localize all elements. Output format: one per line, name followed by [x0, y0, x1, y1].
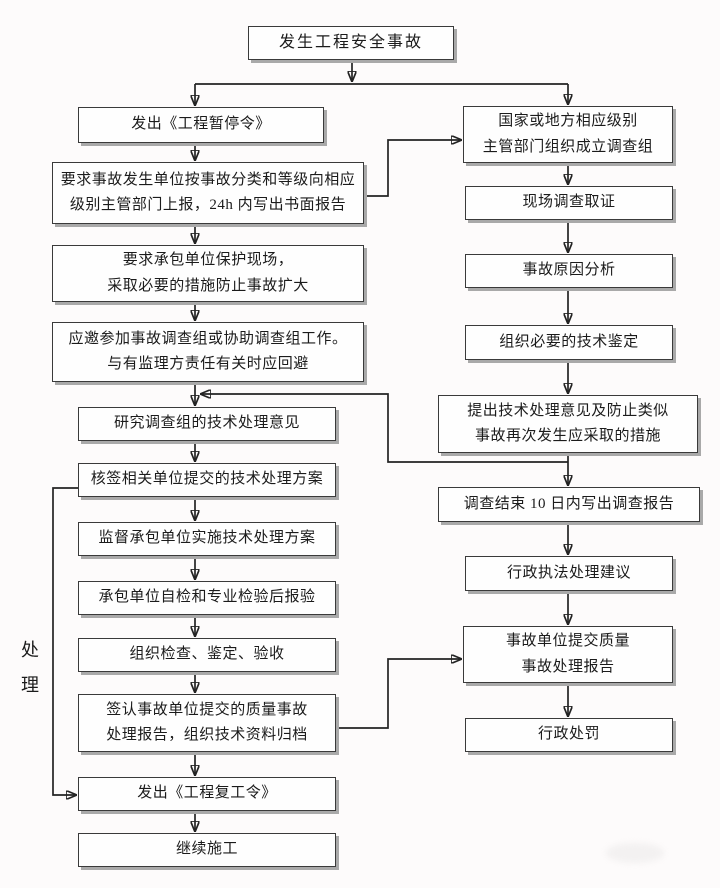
node-issue-resume-order: 发出《工程复工令》 [78, 777, 336, 811]
node-technical-appraisal: 组织必要的技术鉴定 [465, 325, 673, 360]
node-form-investigation-team: 国家或地方相应级别 主管部门组织成立调查组 [463, 106, 673, 163]
edge-report-to-team [364, 140, 461, 197]
node-contractor-selfcheck: 承包单位自检和专业检验后报验 [78, 581, 336, 615]
edge-countersign-to-resume [52, 487, 78, 795]
node-administrative-penalty: 行政处罚 [465, 718, 673, 752]
edge-measures-to-study [201, 394, 568, 463]
node-join-investigation: 应邀参加事故调查组或协助调查组工作。 与有监理方责任有关时应回避 [52, 322, 364, 382]
node-cause-analysis: 事故原因分析 [465, 254, 673, 288]
node-unit-submit-report: 事故单位提交质量 事故处理报告 [463, 626, 673, 683]
node-accident-occurs: 发生工程安全事故 [248, 26, 454, 60]
node-sign-accident-report: 签认事故单位提交的质量事故 处理报告，组织技术资料归档 [78, 694, 336, 752]
node-propose-measures: 提出技术处理意见及防止类似 事故再次发生应采取的措施 [438, 395, 698, 453]
node-continue-construction: 继续施工 [78, 833, 336, 867]
node-protect-site: 要求承包单位保护现场， 采取必要的措施防止事故扩大 [52, 245, 364, 302]
node-report-within-24h: 要求事故发生单位按事故分类和等级向相应 级别主管部门上报，24h 内写出书面报告 [52, 162, 364, 224]
node-investigation-report-10days: 调查结束 10 日内写出调查报告 [438, 487, 700, 522]
node-countersign-plan: 核签相关单位提交的技术处理方案 [78, 463, 336, 497]
node-site-evidence: 现场调查取证 [465, 186, 673, 220]
edge-sign-to-unitreport [336, 659, 461, 729]
side-label-handling: 处 理 [21, 640, 40, 696]
node-law-enforcement-advice: 行政执法处理建议 [465, 556, 673, 591]
watermark-blob [606, 843, 664, 863]
node-organize-inspection: 组织检查、鉴定、验收 [78, 638, 336, 672]
node-study-technical-opinion: 研究调查组的技术处理意见 [78, 407, 336, 441]
node-issue-suspension-order: 发出《工程暂停令》 [78, 107, 324, 143]
node-supervise-implementation: 监督承包单位实施技术处理方案 [78, 522, 336, 556]
